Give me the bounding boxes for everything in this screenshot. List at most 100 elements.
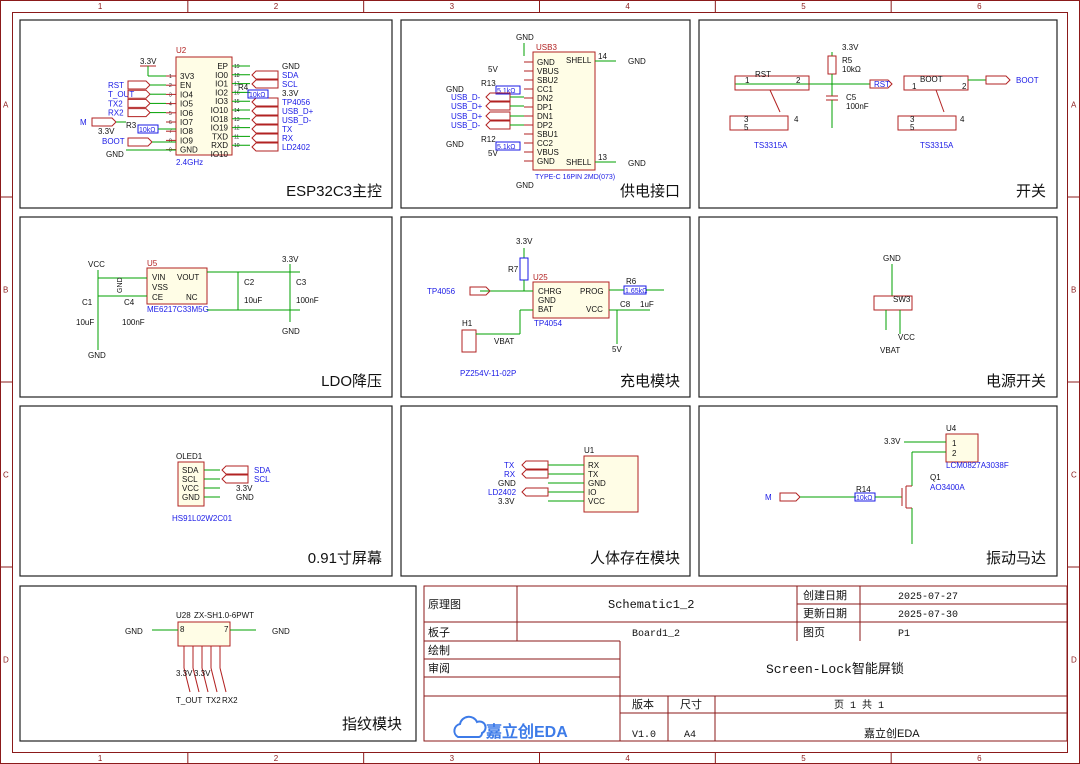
finger-gnd-l: GND (125, 627, 143, 636)
finger-net: 3.3V (176, 669, 193, 678)
charger-r6-val: 1.65kΩ (625, 288, 647, 295)
charger-vbat: VBAT (494, 337, 514, 346)
charger-part: TP4054 (534, 319, 563, 328)
panel-titles: ESP32C3主控 供电接口 开关 LDO降压 充电模块 电源开关 0.91寸屏… (286, 183, 1046, 733)
usb-connector (532, 51, 596, 171)
ldo-c4: C4 (124, 298, 135, 307)
title-oled: 0.91寸屏幕 (308, 550, 382, 567)
usb-r12: R12 (481, 135, 496, 144)
charger-h1: H1 (462, 319, 473, 328)
tb-version: V1.0 (632, 730, 656, 741)
usb-part: TYPE-C 16PIN 2MD(073) (535, 174, 615, 181)
usb-panel: USB3 GND GNDVBUSSBU2CC1DN2DP1DN1DP2SBU1C… (446, 33, 646, 190)
esp32-right-net: USB_D- (282, 116, 312, 125)
esp32-right-net: SCL (282, 80, 298, 89)
finger-gnd-r: GND (272, 627, 290, 636)
title-switch: 开关 (1016, 183, 1046, 200)
tb-version-label: 版本 (632, 697, 654, 711)
charger-chip (532, 281, 610, 319)
usb-pin-label: DP2 (537, 121, 553, 130)
oled-pin-label: SDA (182, 466, 199, 475)
usb-pin-label: CC2 (537, 139, 554, 148)
esp32-supply: 3.3V (140, 57, 157, 66)
radar-pin-label: VCC (588, 497, 605, 506)
cloud-icon (453, 715, 487, 738)
tb-created: 2025-07-27 (898, 592, 958, 603)
switch-rst-label: RST (755, 70, 771, 79)
usb-pin-label: DN1 (537, 112, 554, 121)
net-flag (485, 101, 511, 111)
finger-pin7: 7 (224, 625, 229, 634)
ldo-panel: U5 ME6217C33M5G VIN VSS CE VOUT NC VCC C… (76, 255, 319, 360)
esp32-gnd: GND (106, 150, 124, 159)
net-flag (251, 142, 279, 152)
switch-r5: R5 (842, 56, 853, 65)
usb-gnd-top: GND (516, 33, 534, 42)
esp32-right-net: SDA (282, 71, 299, 80)
esp32-pin-label: RXD (211, 141, 228, 150)
esp32-pin-num: 7 (169, 129, 172, 135)
net-flag (521, 487, 549, 497)
charger-pin-chrg: CHRG (538, 287, 562, 296)
finger-net: 3.3V (194, 669, 211, 678)
switch-supply: 3.3V (842, 43, 859, 52)
esp32-right-pins: EPIO0IO1IO2IO3IO10IO18IO19TXDRXDIO101918… (211, 62, 250, 159)
usb-5v-top: 5V (488, 65, 498, 74)
title-power: 电源开关 (986, 373, 1046, 390)
oled-pin-label: GND (182, 493, 200, 502)
frame-col-label: 2 (274, 754, 279, 763)
usb-gnd-l1: GND (446, 85, 464, 94)
usb-gnd-l2: GND (446, 140, 464, 149)
title-usb: 供电接口 (620, 183, 680, 200)
ldo-pin-vss: VSS (152, 283, 168, 292)
esp32-right-nets: GNDSDASCL3.3VTP4056USB_D+USB_D-TXRXLD240… (251, 62, 314, 152)
ldo-gnd-l: GND (88, 351, 106, 360)
finger-lead (210, 667, 218, 693)
charger-r6: R6 (626, 277, 637, 286)
switch-rst-net: RST (874, 80, 890, 89)
finger-net: RX2 (222, 696, 238, 705)
esp32-left-net: T_OUT (108, 90, 134, 99)
frame-col-label: 5 (801, 2, 806, 11)
esp32-right-net: USB_D+ (282, 107, 314, 116)
charger-r7: R7 (508, 265, 519, 274)
charger-panel: U25 TP4054 CHRG GND BAT PROG VCC 3.3V R7… (427, 237, 664, 378)
svg-text:3: 3 (744, 115, 749, 124)
ldo-c3: C3 (296, 278, 307, 287)
frame-row-label: B (1071, 286, 1076, 295)
net-flag (127, 80, 151, 90)
frame-row-label: C (3, 471, 9, 480)
esp32-pin-num: 5 (169, 111, 172, 117)
motor-v33: 3.3V (884, 437, 901, 446)
usb-gnd-r2: GND (628, 159, 646, 168)
esp32-r3-supply: 3.3V (98, 127, 115, 136)
esp32-pin-num: 2 (169, 83, 172, 89)
frame-col-label: 2 (274, 2, 279, 11)
svg-text:4: 4 (960, 115, 965, 124)
esp32-pin-label: IO2 (215, 88, 228, 97)
radar-net: 3.3V (498, 497, 515, 506)
finger-pin8: 8 (180, 625, 185, 634)
ldo-pin-nc: NC (186, 293, 198, 302)
usb-pin-label: CC1 (537, 85, 554, 94)
esp32-pin-label: IO9 (180, 136, 193, 145)
switch-r5-val: 10kΩ (842, 65, 861, 74)
switch-c5: C5 (846, 93, 857, 102)
motor-ref: U4 (946, 424, 957, 433)
net-flag (251, 124, 279, 134)
switch-c5-val: 100nF (846, 102, 869, 111)
svg-text:4: 4 (794, 115, 799, 124)
tb-board: Board1_2 (632, 628, 680, 640)
esp32-pin-num: 14 (234, 108, 240, 114)
finger-ref: U28 (176, 611, 191, 620)
esp32-pin-label: IO10 (211, 106, 229, 115)
esp32-right-net: RX (282, 134, 294, 143)
radar-net: TX (504, 461, 515, 470)
